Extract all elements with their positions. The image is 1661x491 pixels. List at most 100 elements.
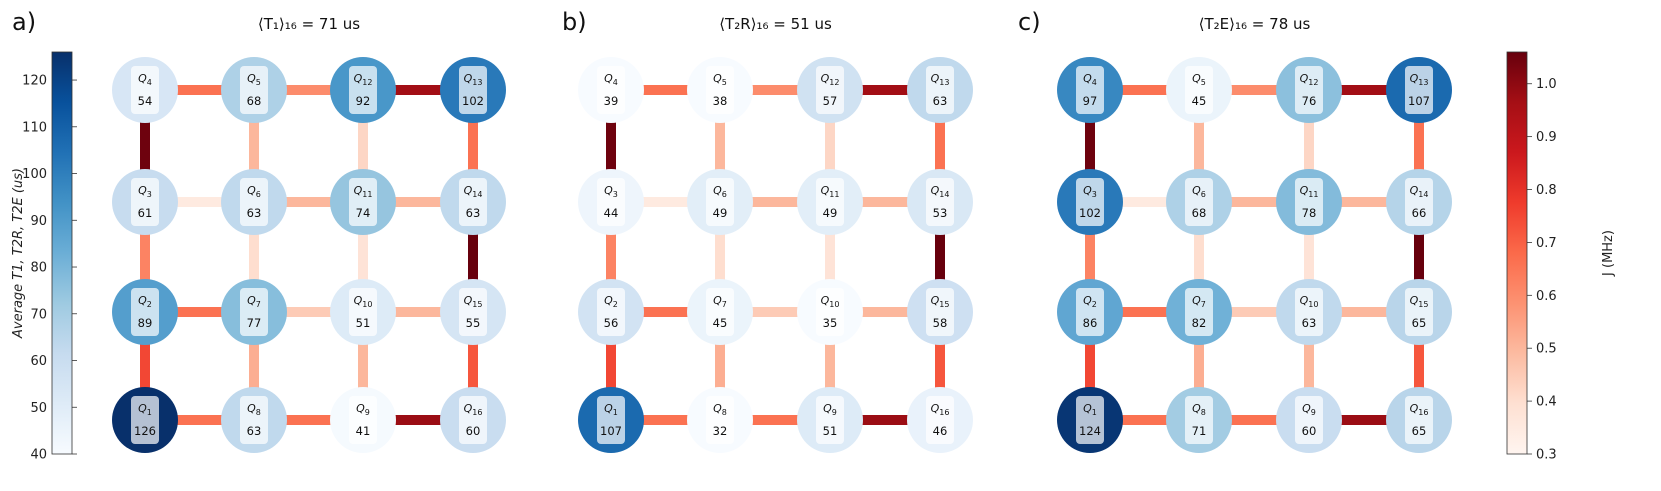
qubit-label-box	[1076, 178, 1104, 226]
qubit-label-letter: Q	[1300, 184, 1309, 197]
qubit-label-box	[816, 178, 844, 226]
colorbar-right-gradient	[1506, 51, 1528, 455]
qubit-value: 51	[356, 316, 371, 330]
qubit-label-box	[240, 178, 268, 226]
qubit-value: 126	[134, 424, 156, 438]
qubit-value: 61	[138, 206, 153, 220]
qubit-label-letter: Q	[713, 72, 722, 85]
qubit-label-index: 9	[365, 408, 370, 417]
qubit-node: Q10 51	[330, 279, 396, 345]
qubit-label-letter: Q	[356, 402, 365, 415]
qubit-label-letter: Q	[247, 402, 256, 415]
qubit-label-index: 10	[1308, 300, 1318, 309]
qubit-label-index: 10	[829, 300, 839, 309]
colorbar-left-tick-label: 100	[22, 167, 47, 182]
panel-letter: b)	[562, 8, 587, 36]
qubit-label: Q5	[1192, 72, 1206, 87]
qubit-value: 45	[713, 316, 728, 330]
qubit-label: Q4	[1083, 72, 1097, 87]
colorbar-right-tick-label: 0.8	[1536, 183, 1557, 198]
qubit-label: Q16	[464, 402, 483, 417]
qubit-label-index: 1	[613, 408, 618, 417]
qubit-value: 58	[933, 316, 948, 330]
colorbar-right-tick-label: 0.4	[1536, 395, 1557, 410]
qubit-label-index: 2	[147, 300, 152, 309]
qubit-label: Q7	[713, 294, 727, 309]
qubit-label-letter: Q	[464, 402, 473, 415]
qubit-label: Q16	[1410, 402, 1429, 417]
qubit-value: 76	[1302, 94, 1317, 108]
qubit-label-letter: Q	[931, 72, 940, 85]
qubit-label-index: 12	[362, 78, 372, 87]
qubit-label-index: 14	[472, 190, 482, 199]
qubit-value: 77	[247, 316, 262, 330]
qubit-value: 51	[823, 424, 838, 438]
qubit-label: Q6	[1192, 184, 1206, 199]
qubit-label: Q6	[713, 184, 727, 199]
qubit-label: Q3	[1083, 184, 1097, 199]
qubit-value: 54	[138, 94, 153, 108]
qubit-label-index: 13	[1418, 78, 1428, 87]
qubit-label-letter: Q	[138, 184, 147, 197]
qubit-label: Q10	[354, 294, 373, 309]
qubit-label-letter: Q	[464, 184, 473, 197]
colorbar-left-tick-label: 60	[30, 354, 47, 369]
qubit-label-box	[459, 396, 487, 444]
qubit-node: Q7 45	[687, 279, 753, 345]
qubit-value: 63	[933, 94, 948, 108]
panel-letter: c)	[1018, 8, 1041, 36]
qubit-label: Q8	[1192, 402, 1206, 417]
panel-1: a)⟨T₁⟩₁₆ = 71 usQ454Q568Q1292Q13102Q361Q…	[12, 8, 506, 453]
qubit-label-index: 5	[256, 78, 261, 87]
qubit-label-index: 16	[472, 408, 482, 417]
qubit-label-box	[706, 288, 734, 336]
qubit-value: 107	[1408, 94, 1430, 108]
qubit-label-box	[240, 66, 268, 114]
qubit-label-letter: Q	[138, 72, 147, 85]
qubit-label: Q14	[464, 184, 483, 199]
qubit-label-letter: Q	[1410, 294, 1419, 307]
qubit-label: Q15	[1410, 294, 1429, 309]
qubit-node: Q1 126	[112, 387, 178, 453]
qubit-label-letter: Q	[1300, 72, 1309, 85]
qubit-value: 74	[356, 206, 371, 220]
qubit-label-index: 11	[362, 190, 372, 199]
qubit-label-index: 13	[939, 78, 949, 87]
qubit-label-letter: Q	[354, 294, 363, 307]
qubit-label-index: 9	[1311, 408, 1316, 417]
qubit-label-index: 8	[722, 408, 727, 417]
qubit-label: Q1	[138, 402, 152, 417]
qubit-label-box	[1295, 396, 1323, 444]
qubit-label: Q10	[1300, 294, 1319, 309]
colorbar-left-tick-label: 70	[30, 307, 47, 322]
colorbar-right-tick-label: 0.3	[1536, 448, 1557, 463]
qubit-label: Q6	[247, 184, 261, 199]
panel-title: ⟨T₁⟩₁₆ = 71 us	[258, 15, 360, 33]
qubit-label: Q3	[604, 184, 618, 199]
qubit-label-box	[240, 288, 268, 336]
qubit-value: 63	[1302, 316, 1317, 330]
qubit-label-box	[816, 66, 844, 114]
qubit-label-box	[131, 178, 159, 226]
qubit-value: 86	[1083, 316, 1098, 330]
qubit-label-box	[1185, 66, 1213, 114]
qubit-label-box	[597, 288, 625, 336]
qubit-label: Q2	[604, 294, 618, 309]
qubit-label-index: 6	[722, 190, 727, 199]
